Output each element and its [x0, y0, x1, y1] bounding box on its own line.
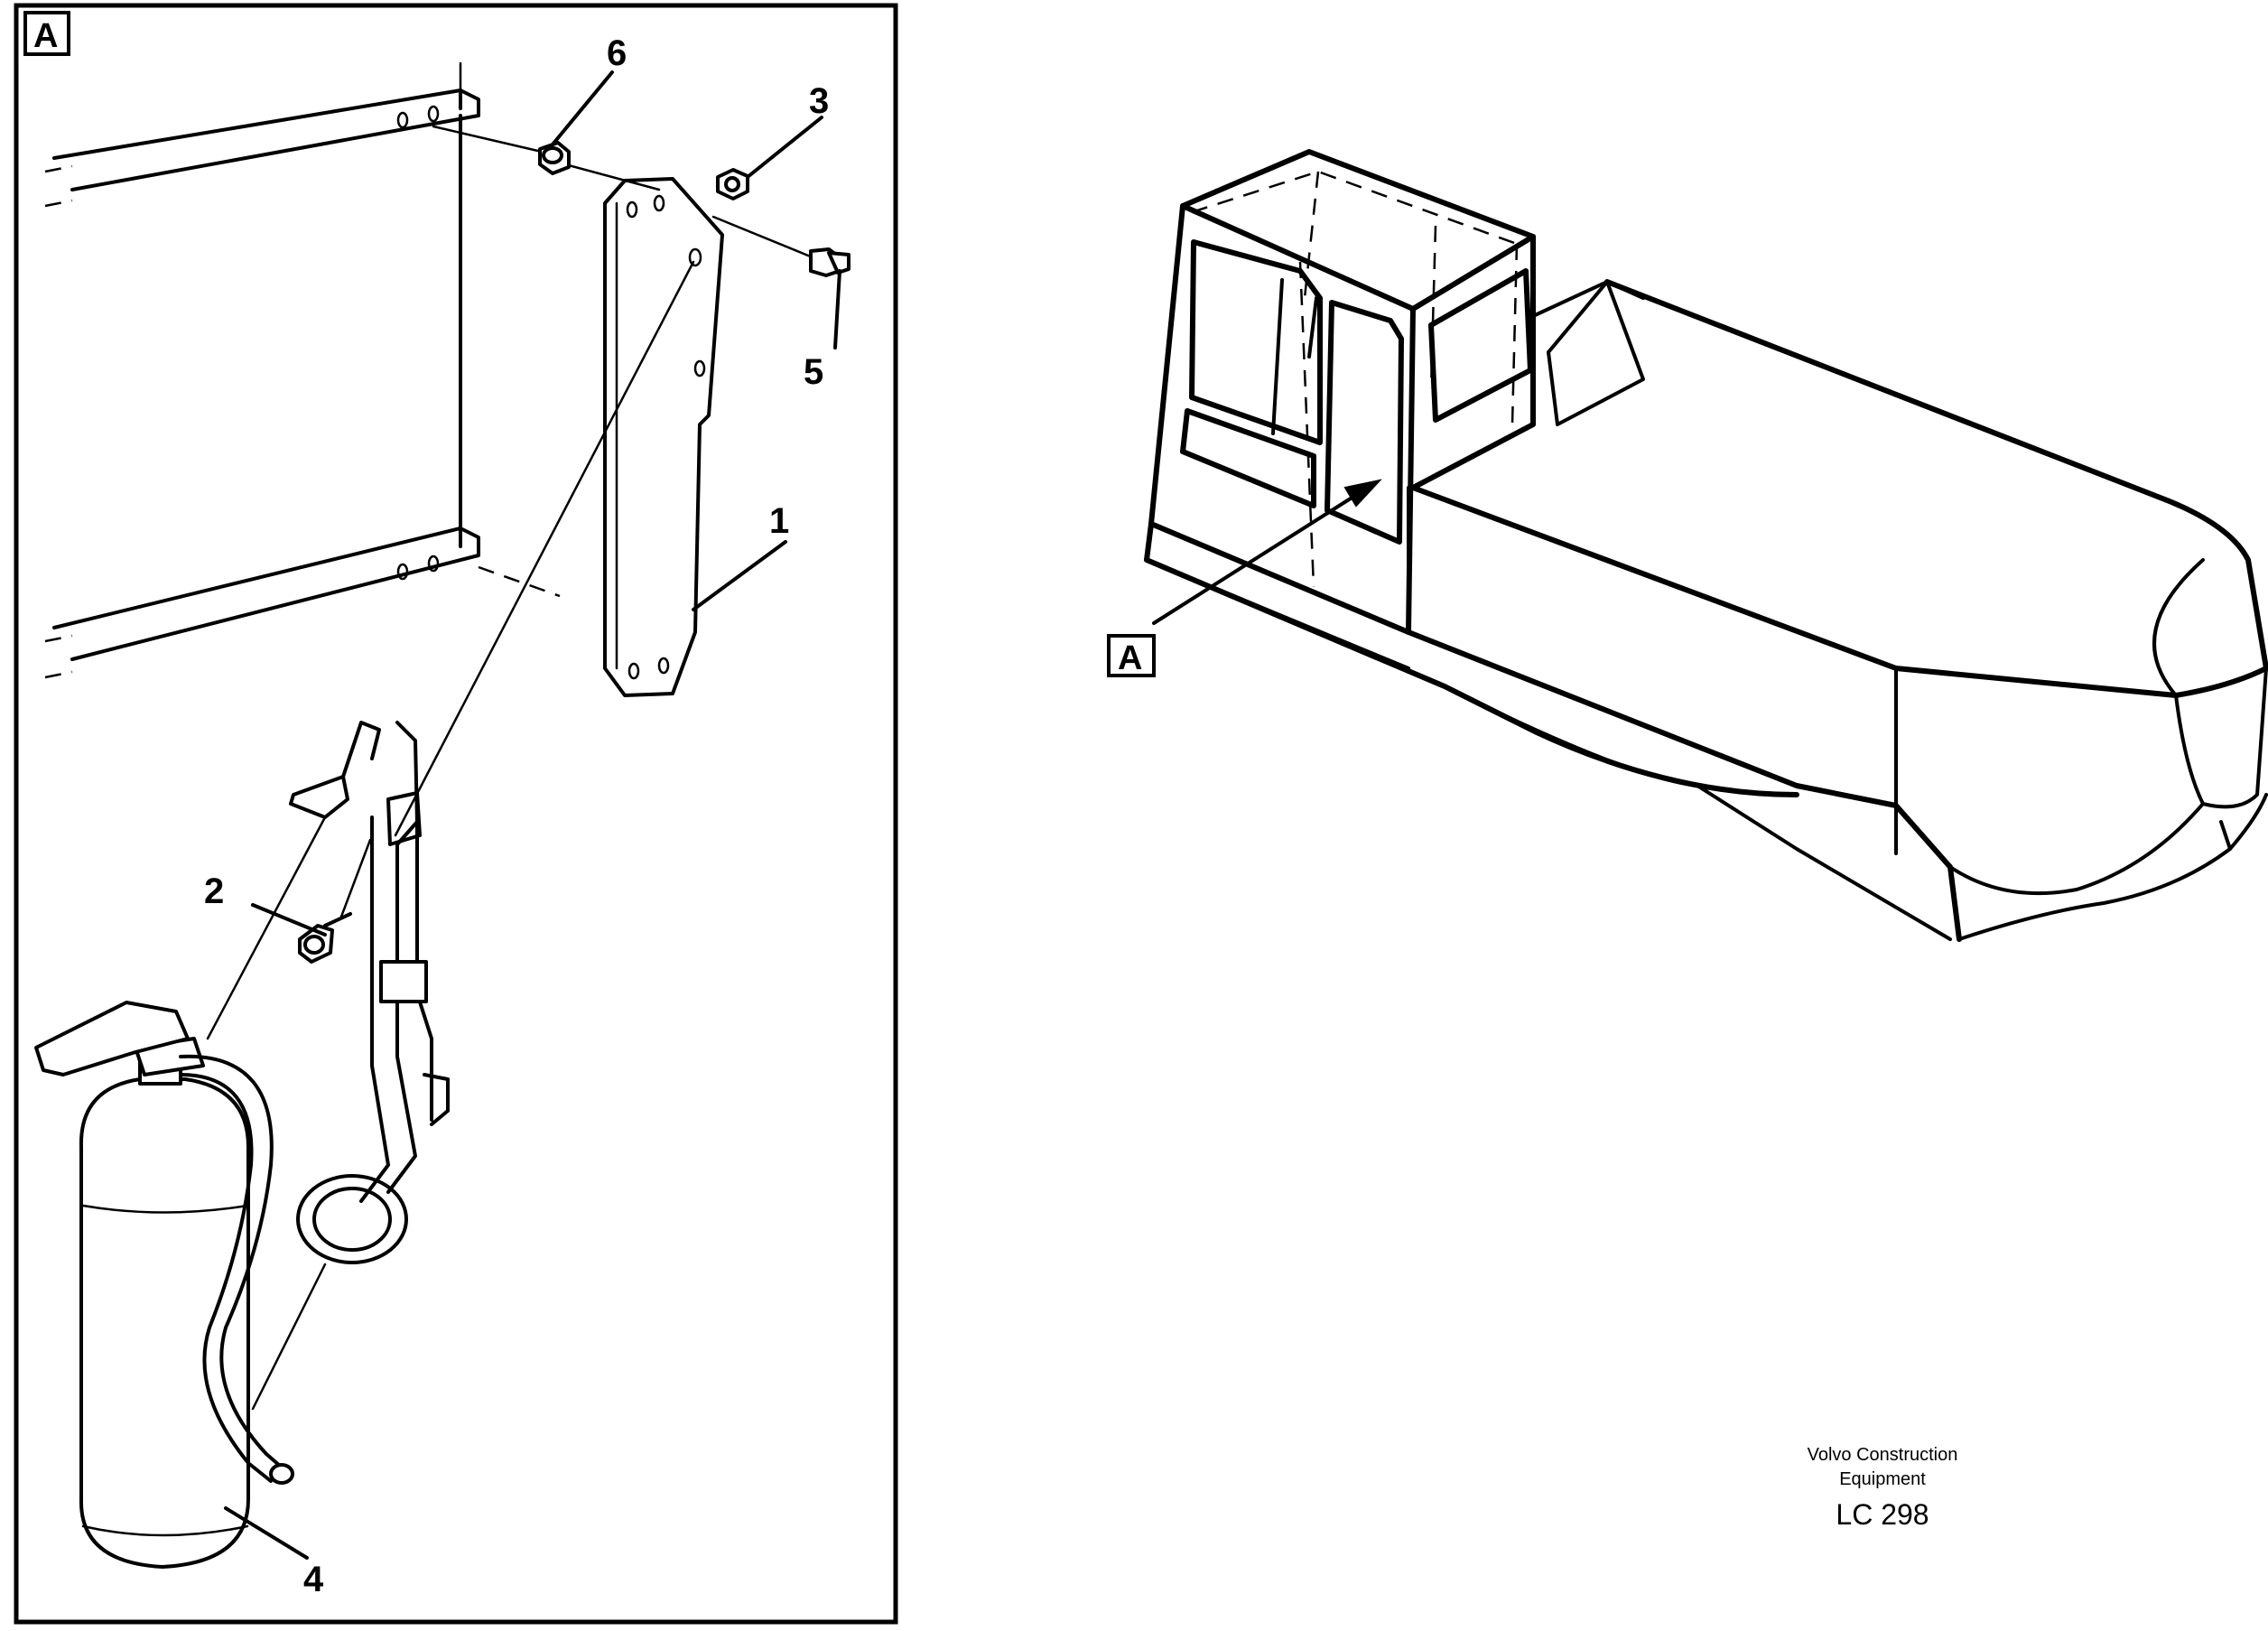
detail-view-label: A	[33, 17, 58, 55]
callout-4: 4	[303, 1560, 324, 1599]
callout-1: 1	[769, 501, 789, 541]
detail-view-a: A	[14, 3, 898, 1625]
callout-3: 3	[809, 81, 829, 121]
drawing-code: LC 298	[1836, 1498, 1929, 1531]
screw-part-2	[298, 912, 352, 964]
machine-overview: A	[1107, 149, 2268, 942]
callout-6: 6	[607, 33, 627, 73]
cab-wall-frame	[44, 61, 561, 679]
bolt-part-6	[538, 141, 571, 175]
credit-line-1: Volvo Construction	[1808, 1445, 1958, 1465]
upper-structure	[1144, 279, 2268, 942]
bracket-plate-part-1	[603, 177, 724, 697]
machine-view-label: A	[1118, 639, 1142, 677]
fire-extinguisher-part-4	[34, 1001, 294, 1569]
detail-view-frame	[14, 3, 898, 1625]
callout-2: 2	[204, 871, 224, 911]
operator-cab	[1148, 149, 1536, 635]
detail-view-label-box: A	[23, 11, 70, 56]
callout-5: 5	[804, 352, 823, 392]
nut-part-3	[716, 168, 749, 200]
extinguisher-holder	[289, 721, 450, 1264]
assembly-lines	[206, 125, 814, 1411]
credit-line-2: Equipment	[1839, 1469, 1926, 1489]
screw-part-5	[809, 247, 850, 277]
machine-view-label-box: A	[1107, 634, 1156, 677]
credit-block: Volvo Construction Equipment LC 298	[1808, 1445, 1958, 1531]
callout-leaders	[224, 70, 841, 1560]
view-a-arrow	[1152, 479, 1382, 625]
